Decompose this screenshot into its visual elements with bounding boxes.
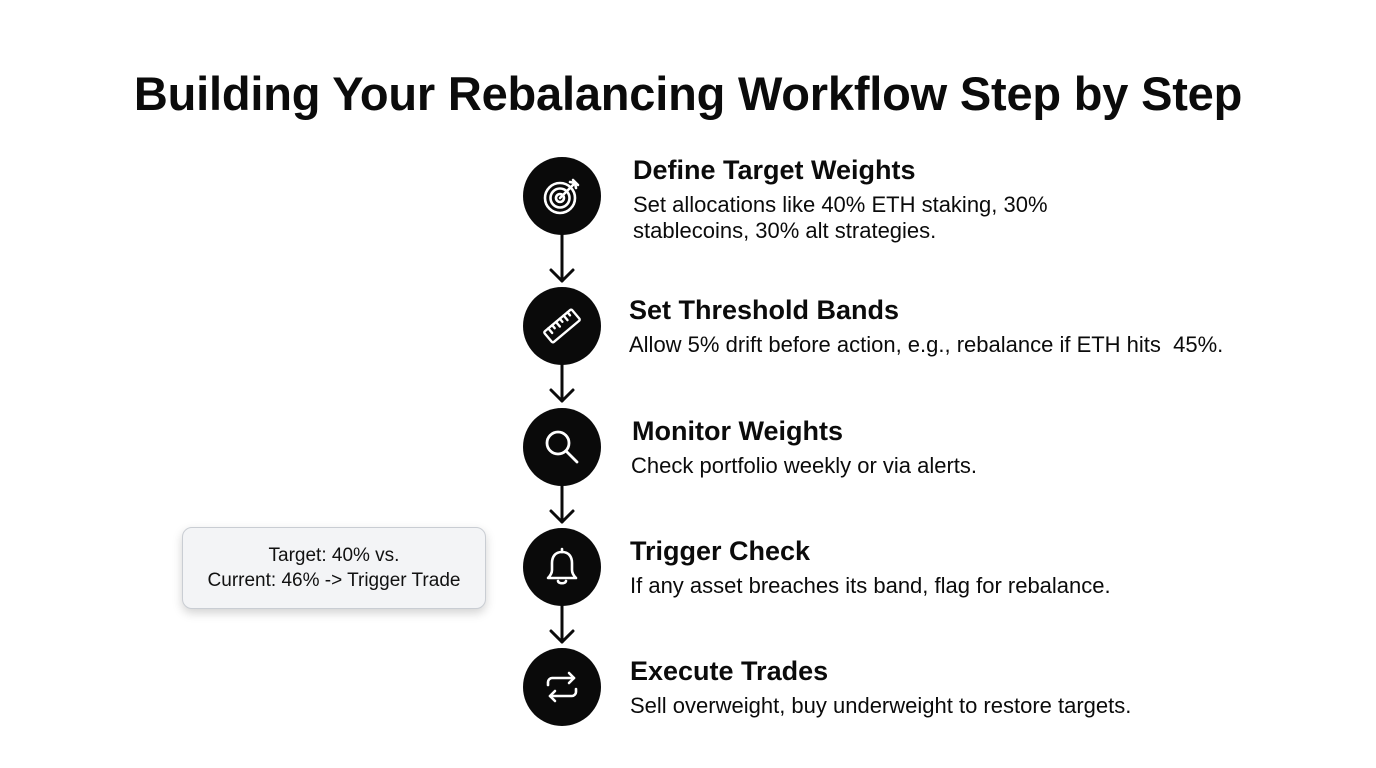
step-5-description: Sell overweight, buy underweight to rest… — [630, 693, 1131, 719]
step-1-description-line-2: stablecoins, 30% alt strategies. — [633, 218, 937, 243]
step-4-description-line-1: If any asset breaches its band, flag for… — [630, 573, 1111, 598]
step-5-title: Execute Trades — [630, 656, 829, 686]
step-1-title: Define Target Weights — [633, 155, 916, 185]
step-1-description-line-1: Set allocations like 40% ETH staking, 30… — [633, 192, 1048, 217]
step-4-icon-circle — [523, 528, 601, 606]
trigger-callout: Target: 40% vs. Current: 46% -> Trigger … — [182, 527, 486, 609]
connector-arrow-4 — [549, 604, 575, 644]
step-5-description-line-1: Sell overweight, buy underweight to rest… — [630, 693, 1132, 718]
callout-line-1: Target: 40% vs. — [268, 545, 400, 566]
step-5-icon-circle — [523, 648, 601, 726]
step-1-icon-circle — [523, 157, 601, 235]
step-3-description: Check portfolio weekly or via alerts. — [631, 453, 977, 479]
step-2-title: Set Threshold Bands — [629, 295, 900, 325]
target-icon — [543, 178, 580, 215]
step-2-description-line-1: Allow 5% drift before action, e.g., reba… — [629, 332, 1224, 357]
connector-arrow-3 — [549, 484, 575, 524]
magnifier-icon — [545, 430, 579, 464]
connector-arrow-2 — [549, 363, 575, 403]
step-4-title: Trigger Check — [630, 536, 811, 566]
connector-arrow-1 — [549, 232, 575, 283]
step-2-description: Allow 5% drift before action, e.g., reba… — [629, 332, 1223, 358]
bell-icon — [546, 547, 578, 585]
step-3-description-line-1: Check portfolio weekly or via alerts. — [631, 453, 978, 478]
step-4-description: If any asset breaches its band, flag for… — [630, 573, 1111, 599]
step-2-icon-circle — [523, 287, 601, 365]
step-3-title: Monitor Weights — [632, 416, 843, 446]
page-title: Building Your Rebalancing Workflow Step … — [133, 67, 1243, 120]
step-3-icon-circle — [523, 408, 601, 486]
step-1-description: Set allocations like 40% ETH staking, 30… — [633, 192, 1048, 244]
ruler-icon — [543, 308, 581, 344]
swap-arrows-icon — [546, 671, 578, 703]
callout-line-2: Current: 46% -> Trigger Trade — [207, 570, 461, 591]
